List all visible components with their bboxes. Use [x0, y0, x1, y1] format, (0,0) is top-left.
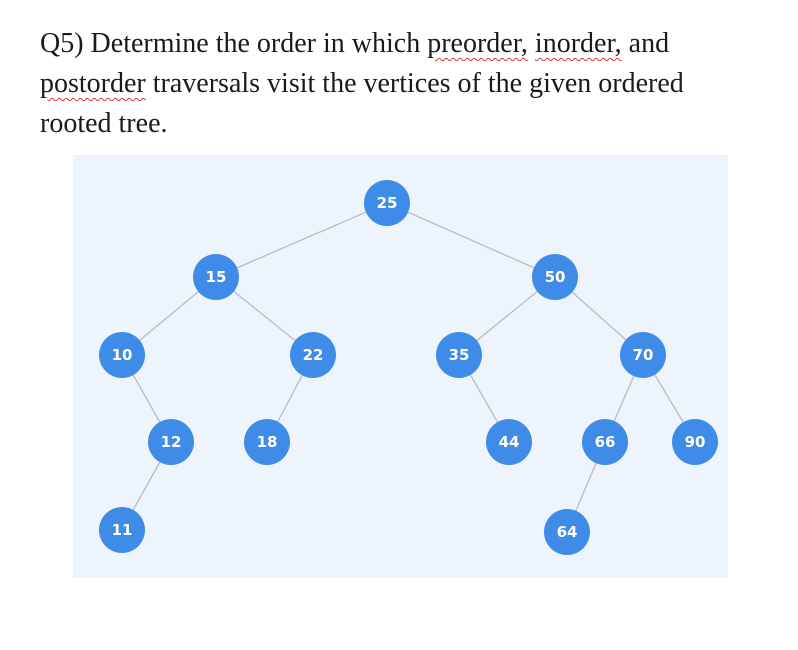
- node-circle-90: [672, 419, 718, 465]
- node-label-90: 90: [685, 433, 706, 451]
- node-circle-64: [544, 509, 590, 555]
- tree-edges: [121, 202, 696, 533]
- node-circle-10: [99, 332, 145, 378]
- question-line-3: rooted tree.: [40, 108, 168, 139]
- node-label-15: 15: [206, 268, 227, 286]
- word-inorder: inorder,: [534, 28, 622, 59]
- node-label-10: 10: [112, 346, 133, 364]
- node-circle-35: [436, 332, 482, 378]
- edge-25-50: [386, 202, 556, 278]
- tree-nodes: 25 15 50 10 22 35 70 12 18 44 66 90 11 64: [99, 180, 718, 555]
- tree-node-12: 12: [148, 419, 194, 465]
- node-label-11: 11: [112, 521, 133, 539]
- tree-node-10: 10: [99, 332, 145, 378]
- question-and: and: [621, 28, 670, 59]
- node-circle-15: [193, 254, 239, 300]
- node-label-18: 18: [257, 433, 278, 451]
- question-middle: traversals visit the vertices of the giv…: [145, 68, 684, 99]
- tree-node-35: 35: [436, 332, 482, 378]
- tree-node-90: 90: [672, 419, 718, 465]
- question-prefix: Q5) Determine the order in which: [40, 28, 428, 59]
- node-label-66: 66: [595, 433, 616, 451]
- node-label-64: 64: [557, 523, 578, 541]
- tree-diagram: 25 15 50 10 22 35 70 12 18 44 66 90 11 64: [73, 155, 728, 578]
- node-circle-11: [99, 507, 145, 553]
- question-space: [528, 28, 535, 59]
- tree-node-18: 18: [244, 419, 290, 465]
- tree-node-44: 44: [486, 419, 532, 465]
- node-circle-44: [486, 419, 532, 465]
- node-circle-12: [148, 419, 194, 465]
- word-postorder: postorder: [40, 68, 146, 99]
- edge-25-15: [215, 202, 388, 278]
- question-line-2: postorder traversals visit the vertices …: [40, 64, 780, 104]
- node-circle-25: [364, 180, 410, 226]
- tree-node-15: 15: [193, 254, 239, 300]
- tree-node-70: 70: [620, 332, 666, 378]
- node-label-12: 12: [161, 433, 182, 451]
- tree-node-11: 11: [99, 507, 145, 553]
- tree-svg: 25 15 50 10 22 35 70 12 18 44 66 90 11 64: [99, 180, 718, 555]
- node-label-22: 22: [303, 346, 324, 364]
- tree-node-22: 22: [290, 332, 336, 378]
- node-label-25: 25: [377, 194, 398, 212]
- word-preorder: preorder,: [427, 28, 528, 59]
- tree-node-50: 50: [532, 254, 578, 300]
- node-label-50: 50: [545, 268, 566, 286]
- question-text: Q5) Determine the order in which preorde…: [40, 24, 780, 144]
- tree-node-66: 66: [582, 419, 628, 465]
- tree-node-64: 64: [544, 509, 590, 555]
- node-circle-70: [620, 332, 666, 378]
- node-label-44: 44: [499, 433, 520, 451]
- node-label-35: 35: [449, 346, 470, 364]
- node-circle-50: [532, 254, 578, 300]
- tree-node-25: 25: [364, 180, 410, 226]
- node-circle-22: [290, 332, 336, 378]
- node-label-70: 70: [633, 346, 654, 364]
- node-circle-18: [244, 419, 290, 465]
- question-line-1: Q5) Determine the order in which preorde…: [40, 24, 780, 64]
- node-circle-66: [582, 419, 628, 465]
